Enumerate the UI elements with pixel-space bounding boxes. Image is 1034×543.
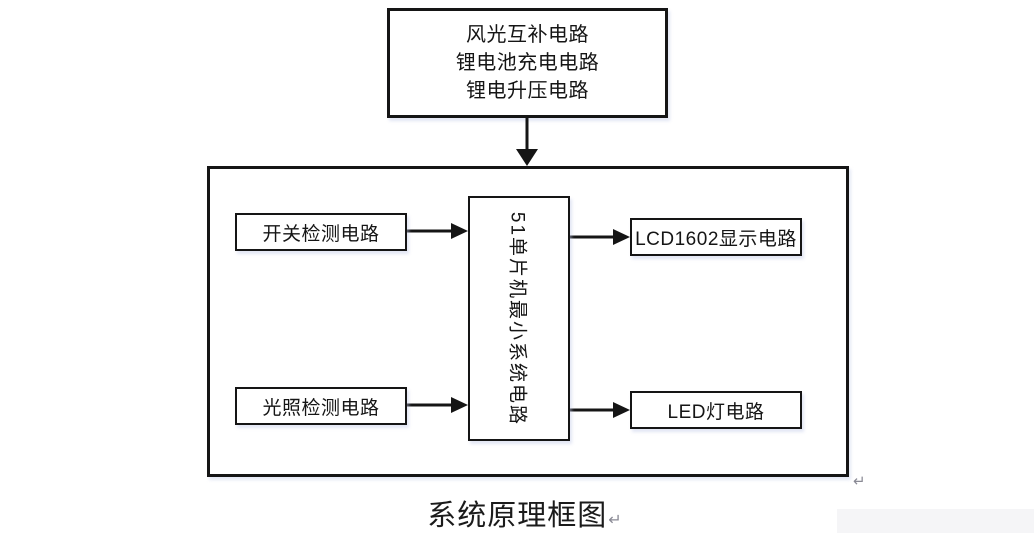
- power-circuits-box: 风光互补电路 锂电池充电电路 锂电升压电路: [387, 8, 668, 118]
- mcu-minimum-system-label: 51单片机最小系统电路: [506, 211, 528, 426]
- switch-detection-box: 开关检测电路: [235, 213, 407, 251]
- light-detection-box: 光照检测电路: [235, 387, 407, 425]
- lcd1602-display-label: LCD1602显示电路: [635, 228, 797, 250]
- power-circuits-line-1: 风光互补电路: [466, 24, 589, 46]
- caption-text: 系统原理框图: [427, 500, 608, 532]
- faint-highlight-band: [837, 509, 1034, 533]
- power-circuits-line-3: 锂电升压电路: [466, 80, 589, 102]
- diagram-caption: 系统原理框图↵: [340, 492, 710, 534]
- system-boundary-box: [207, 166, 849, 477]
- led-light-label: LED灯电路: [667, 401, 765, 423]
- power-circuits-line-2: 锂电池充电电路: [455, 52, 600, 74]
- lcd1602-display-box: LCD1602显示电路: [630, 218, 802, 256]
- mcu-minimum-system-box: 51单片机最小系统电路: [468, 196, 570, 441]
- paragraph-mark-icon: ↵: [608, 510, 623, 529]
- arrow-power-to-system: [516, 117, 538, 166]
- arrowhead-down-icon: [516, 149, 538, 166]
- switch-detection-label: 开关检测电路: [262, 223, 380, 245]
- paragraph-mark-icon: ↵: [853, 472, 866, 490]
- led-light-box: LED灯电路: [630, 391, 802, 429]
- light-detection-label: 光照检测电路: [262, 397, 380, 419]
